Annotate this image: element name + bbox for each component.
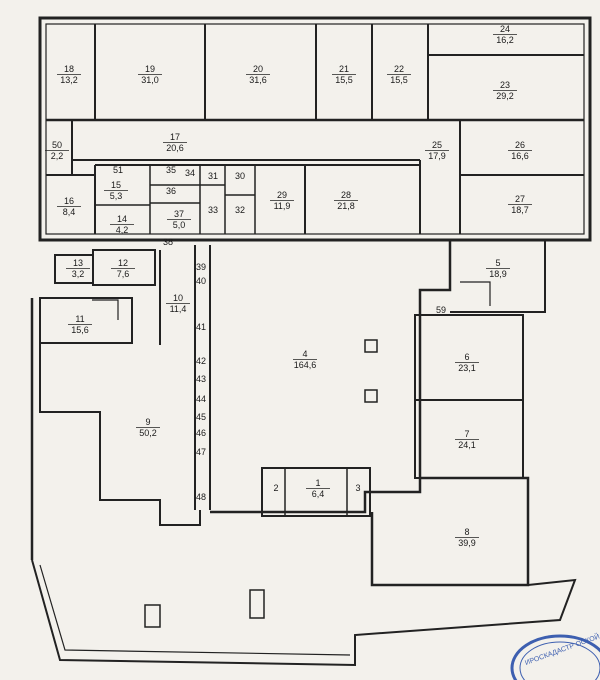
- room-number-33: 33: [208, 205, 218, 215]
- room-area-6: 23,1: [458, 363, 476, 373]
- room-number-16: 16: [64, 196, 74, 206]
- room-number-22: 22: [394, 64, 404, 74]
- room-number-21: 21: [339, 64, 349, 74]
- room-number-1: 1: [315, 478, 320, 488]
- room-number-8: 8: [464, 527, 469, 537]
- room-area-14: 4,2: [116, 225, 129, 235]
- room-area-26: 16,6: [511, 151, 529, 161]
- room-area-9: 50,2: [139, 428, 157, 438]
- room-number-29: 29: [277, 190, 287, 200]
- room-number-13: 13: [73, 258, 83, 268]
- room-area-23: 29,2: [496, 91, 514, 101]
- room-number-47: 47: [196, 447, 206, 457]
- room-area-25: 17,9: [428, 151, 446, 161]
- room-area-27: 18,7: [511, 205, 529, 215]
- room-number-51: 51: [113, 165, 123, 175]
- room-area-50: 2,2: [51, 151, 64, 161]
- room-number-46: 46: [196, 428, 206, 438]
- room-number-32: 32: [235, 205, 245, 215]
- room-area-17: 20,6: [166, 143, 184, 153]
- room-number-7: 7: [464, 429, 469, 439]
- room-number-17: 17: [170, 132, 180, 142]
- room-area-22: 15,5: [390, 75, 408, 85]
- room-number-50: 50: [52, 140, 62, 150]
- room-area-15: 5,3: [110, 191, 123, 201]
- room-area-21: 15,5: [335, 75, 353, 85]
- room-area-16: 8,4: [63, 207, 76, 217]
- room-area-7: 24,1: [458, 440, 476, 450]
- room-area-24: 16,2: [496, 35, 514, 45]
- room-area-4: 164,6: [294, 360, 317, 370]
- room-number-44: 44: [196, 394, 206, 404]
- room-area-29: 11,9: [274, 201, 291, 211]
- room-number-2: 2: [273, 483, 278, 493]
- room-number-26: 26: [515, 140, 525, 150]
- room-number-25: 25: [432, 140, 442, 150]
- room-number-12: 12: [118, 258, 128, 268]
- room-area-18: 13,2: [60, 75, 78, 85]
- room-area-5: 18,9: [489, 269, 507, 279]
- room-number-23: 23: [500, 80, 510, 90]
- room-area-11: 15,6: [71, 325, 89, 335]
- room-area-13: 3,2: [72, 269, 85, 279]
- room-number-5: 5: [495, 258, 500, 268]
- room-number-59: 59: [436, 305, 446, 315]
- room-area-12: 7,6: [117, 269, 130, 279]
- room-number-15: 15: [111, 180, 121, 190]
- room-area-37: 5,0: [173, 220, 186, 230]
- room-number-31: 31: [208, 171, 218, 181]
- room-number-30: 30: [235, 171, 245, 181]
- room-number-11: 11: [75, 314, 84, 324]
- room-area-1: 6,4: [312, 489, 325, 499]
- room-area-28: 21,8: [337, 201, 355, 211]
- room-number-42: 42: [196, 356, 206, 366]
- room-number-3: 3: [355, 483, 360, 493]
- room-number-37: 37: [174, 209, 184, 219]
- room-labels: 1813,21931,02031,62115,52215,52416,22329…: [45, 24, 532, 548]
- room-number-35: 35: [166, 165, 176, 175]
- room-area-10: 11,4: [170, 304, 187, 314]
- room-number-28: 28: [341, 190, 351, 200]
- cadastre-stamp: ИРОСКАДАСТР ОСКОЙ ОБЛ: [510, 626, 600, 680]
- room-number-14: 14: [117, 214, 127, 224]
- room-number-10: 10: [173, 293, 183, 303]
- room-number-38: 38: [163, 237, 173, 247]
- room-number-4: 4: [302, 349, 307, 359]
- room-number-20: 20: [253, 64, 263, 74]
- stamp-text: ИРОСКАДАСТР ОСКОЙ ОБЛ: [524, 626, 600, 667]
- room-number-39: 39: [196, 262, 206, 272]
- room-area-8: 39,9: [458, 538, 476, 548]
- room-number-41: 41: [196, 322, 206, 332]
- room-number-19: 19: [145, 64, 155, 74]
- room-number-40: 40: [196, 276, 206, 286]
- room-number-27: 27: [515, 194, 525, 204]
- room-number-34: 34: [185, 168, 195, 178]
- room-area-20: 31,6: [249, 75, 267, 85]
- room-number-6: 6: [464, 352, 469, 362]
- room-number-43: 43: [196, 374, 206, 384]
- room-number-36: 36: [166, 186, 176, 196]
- walls: [30, 16, 592, 667]
- room-number-48: 48: [196, 492, 206, 502]
- room-number-9: 9: [145, 417, 150, 427]
- room-area-19: 31,0: [141, 75, 159, 85]
- room-number-45: 45: [196, 412, 206, 422]
- room-number-24: 24: [500, 24, 510, 34]
- room-number-18: 18: [64, 64, 74, 74]
